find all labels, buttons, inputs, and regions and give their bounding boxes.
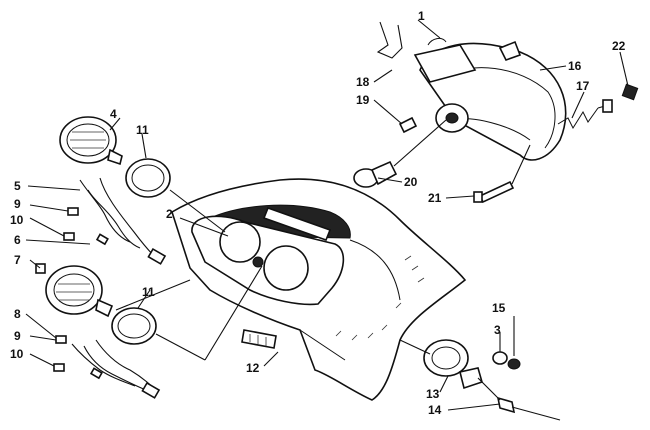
wiring-harness-upper [79, 177, 167, 265]
callout-19: 19 [356, 93, 370, 107]
callout-21: 21 [428, 191, 442, 205]
bulb [353, 119, 447, 188]
callout-8: 8 [14, 307, 21, 321]
callout-3: 3 [494, 323, 501, 337]
speedometer [59, 116, 123, 166]
key-switch [423, 339, 483, 390]
bulb-sockets-left [35, 207, 79, 372]
callout-22: 22 [612, 39, 626, 53]
callout-18: 18 [356, 75, 370, 89]
headlight-housing [413, 37, 567, 161]
callout-11-lower: 11 [142, 285, 155, 299]
callout-9-lower: 9 [14, 329, 21, 343]
callout-2: 2 [166, 207, 173, 221]
tachometer [45, 265, 114, 318]
callout-6: 6 [14, 233, 21, 247]
callout-labels: 1 2 3 4 5 6 7 8 9 9 10 10 11 11 12 13 14… [10, 9, 626, 417]
callout-4: 4 [110, 107, 117, 121]
instrument-console [171, 178, 467, 401]
callout-7: 7 [14, 253, 21, 267]
leader-lines [25, 19, 629, 411]
adjuster-spring [557, 99, 613, 130]
callout-13: 13 [426, 387, 440, 401]
screw-21 [473, 144, 531, 204]
wire-clip [376, 21, 403, 59]
assembly-lines [115, 189, 501, 401]
callout-16: 16 [568, 59, 582, 73]
callout-14: 14 [428, 403, 442, 417]
callout-12: 12 [246, 361, 260, 375]
gauge-ring-lower [111, 307, 157, 345]
callout-15: 15 [492, 301, 506, 315]
callout-5: 5 [14, 179, 21, 193]
indicator-lens [241, 329, 277, 349]
callout-9-upper: 9 [14, 197, 21, 211]
adjuster-nut [621, 83, 639, 101]
gauge-ring-upper [125, 158, 171, 198]
callout-10-upper: 10 [10, 213, 24, 227]
wiring-harness-lower [71, 339, 161, 399]
screw-19 [398, 116, 418, 134]
callout-10-lower: 10 [10, 347, 24, 361]
key [496, 396, 561, 421]
switch-nut [492, 351, 521, 370]
callout-20: 20 [404, 175, 418, 189]
callout-1: 1 [418, 9, 425, 23]
callout-11-upper: 11 [136, 123, 149, 137]
callout-17: 17 [576, 79, 590, 93]
